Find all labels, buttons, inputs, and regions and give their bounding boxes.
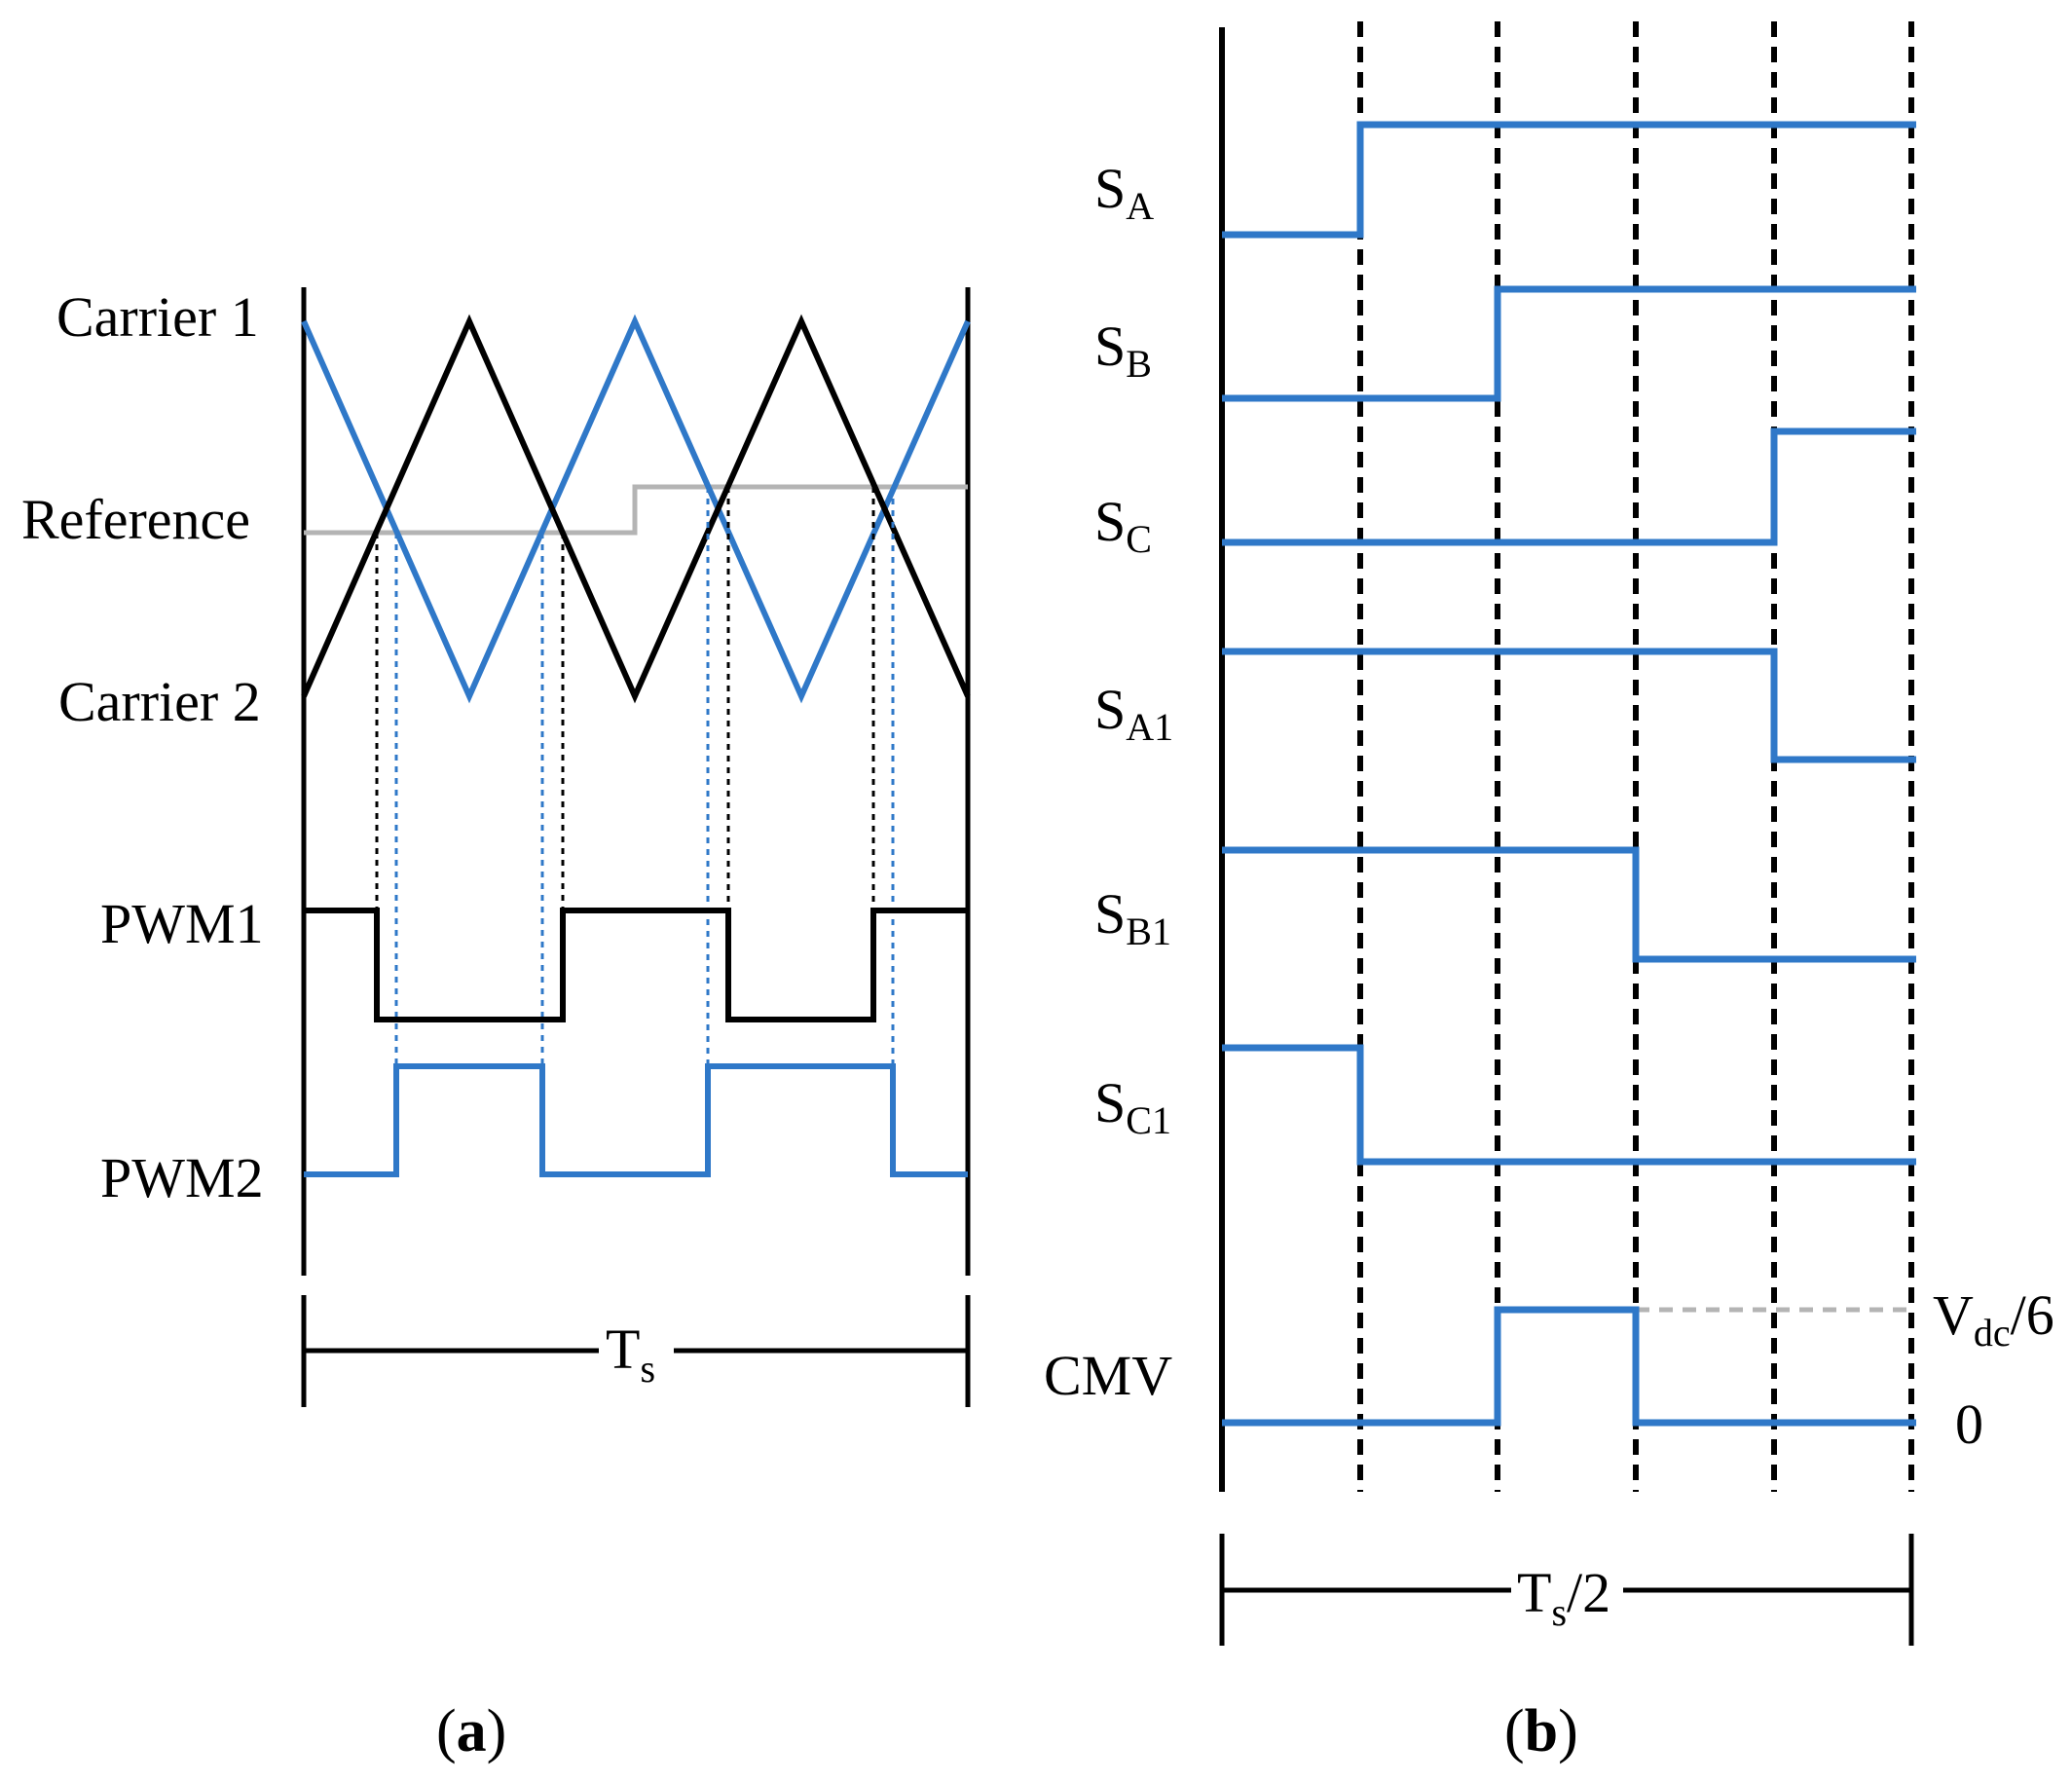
carrier2-waveform — [301, 314, 971, 704]
sa-label: SA — [1094, 157, 1154, 228]
cmv-waveform — [1222, 1306, 1916, 1427]
sb1-waveform — [1222, 846, 1916, 963]
sc1-label: SC1 — [1094, 1071, 1171, 1142]
reference-label: Reference — [21, 488, 250, 551]
cmv-high-level-label: Vdc/6 — [1933, 1283, 2054, 1355]
panel-b: SA SB SC SA1 SB1 SC1 CMV Vdc/6 0 Ts/2 (b… — [1044, 21, 2054, 1764]
sb-waveform — [1222, 285, 1916, 402]
reference-waveform — [304, 484, 968, 536]
pwm2-waveform — [304, 1063, 968, 1177]
sa1-waveform — [1222, 648, 1916, 763]
carrier2-label: Carrier 2 — [58, 670, 261, 733]
sb-label: SB — [1094, 315, 1152, 386]
ts-half-period-label: Ts/2 — [1517, 1561, 1610, 1634]
panel-a: Ts Carrier 1 Reference Carrier 2 PWM1 PW… — [21, 285, 971, 1764]
carrier1-waveform — [301, 314, 971, 704]
cmv-label: CMV — [1044, 1344, 1172, 1407]
panel-b-caption: (b) — [1504, 1698, 1578, 1764]
pwm2-label: PWM2 — [100, 1146, 264, 1209]
sa1-label: SA1 — [1094, 678, 1173, 749]
pwm1-waveform — [304, 908, 968, 1022]
carrier1-label: Carrier 1 — [56, 285, 259, 349]
panel-a-caption: (a) — [436, 1698, 506, 1764]
sc1-waveform — [1222, 1044, 1916, 1166]
sc-waveform — [1222, 427, 1916, 546]
pwm1-label: PWM1 — [100, 892, 264, 955]
sc-label: SC — [1094, 490, 1152, 561]
projection-lines — [375, 487, 895, 1066]
sa-waveform — [1222, 121, 1916, 239]
ts-period-label: Ts — [606, 1318, 655, 1391]
cmv-low-level-label: 0 — [1955, 1392, 1983, 1456]
sb1-label: SB1 — [1094, 882, 1171, 953]
